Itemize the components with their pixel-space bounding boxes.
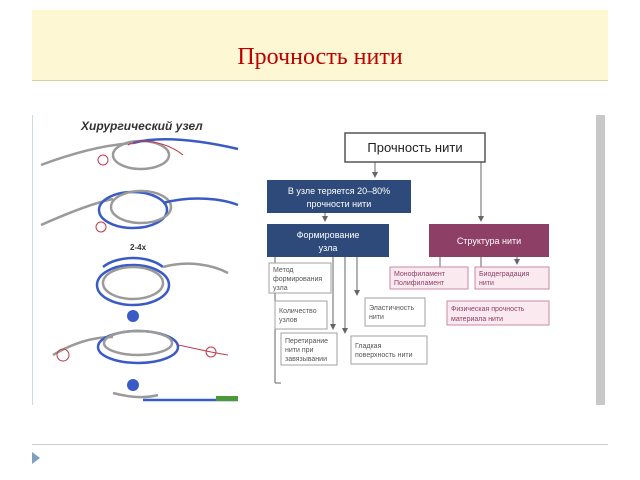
method-line-1: Метод — [273, 267, 294, 274]
knot-step-2 — [40, 189, 239, 233]
overtightening-line-1: Перетирание — [285, 338, 328, 345]
knot-drawing — [40, 137, 239, 402]
smooth-line-1: Гладкая — [355, 343, 382, 350]
diagram-svg: Прочность нити В узле теряется 20–80% пр… — [267, 132, 550, 384]
root-node: Прочность нити — [344, 132, 486, 163]
bio-line-1: Биодеградация — [479, 271, 529, 278]
count-line-1: Количество — [279, 308, 317, 315]
factor-overtightening: Перетирание нити при завязывании — [280, 332, 338, 366]
knot-formation-line-1: Формирование — [297, 230, 360, 240]
knot-step-5 — [112, 379, 238, 402]
thread-structure-node: Структура нити — [429, 224, 549, 257]
physical-line-1: Физическая прочность — [451, 306, 525, 313]
knot-step-3 — [95, 256, 229, 322]
root-label: Прочность нити — [367, 140, 462, 155]
method-line-2: формирования — [273, 276, 322, 283]
factor-smooth-surface: Гладкая поверхность нити — [350, 335, 428, 365]
image-edge-strip — [596, 115, 605, 405]
factor-method: Метод формирования узла — [268, 262, 332, 294]
title-divider — [32, 80, 608, 81]
strength-diagram: Прочность нити В узле теряется 20–80% пр… — [245, 115, 605, 405]
mono-line-1: Монофиламент — [394, 271, 446, 278]
knot-formation-node: Формирование узла — [267, 224, 389, 257]
knot-formation-line-2: узла — [319, 243, 338, 253]
loss-line-1: В узле теряется 20–80% — [288, 186, 390, 196]
elasticity-line-2: нити — [369, 314, 384, 321]
factor-physical-strength: Физическая прочность материала нити — [446, 300, 550, 326]
elasticity-line-1: Эластичность — [369, 305, 415, 312]
bullet-arrow-icon — [32, 452, 40, 464]
mono-line-2: Полифиламент — [394, 280, 445, 287]
knot-illustration: Хирургический узел 2-4х — [32, 115, 246, 405]
method-line-3: узла — [273, 285, 288, 292]
factor-elasticity: Эластичность нити — [364, 297, 426, 327]
title-band: Прочность нити — [32, 10, 608, 80]
smooth-line-2: поверхность нити — [355, 352, 413, 359]
scale-label: 2-4х — [130, 243, 147, 252]
footer-divider — [32, 444, 608, 445]
slide-title: Прочность нити — [237, 44, 403, 70]
overtightening-line-3: завязывании — [285, 356, 327, 363]
factor-biodegradation: Биодеградация нити — [474, 266, 550, 290]
count-line-2: узлов — [279, 317, 298, 324]
overtightening-line-2: нити при — [285, 347, 314, 354]
knot-step-1 — [40, 137, 239, 171]
loss-node: В узле теряется 20–80% прочности нити — [267, 180, 411, 213]
loss-line-2: прочности нити — [307, 199, 372, 209]
factor-count: Количество узлов — [274, 300, 328, 330]
knot-step-4 — [52, 329, 229, 365]
bio-line-2: нити — [479, 280, 494, 287]
knot-title: Хирургический узел — [81, 119, 203, 133]
thread-structure-label: Структура нити — [457, 236, 521, 246]
factor-mono-poly: Монофиламент Полифиламент — [389, 266, 469, 290]
physical-line-2: материала нити — [451, 316, 503, 323]
